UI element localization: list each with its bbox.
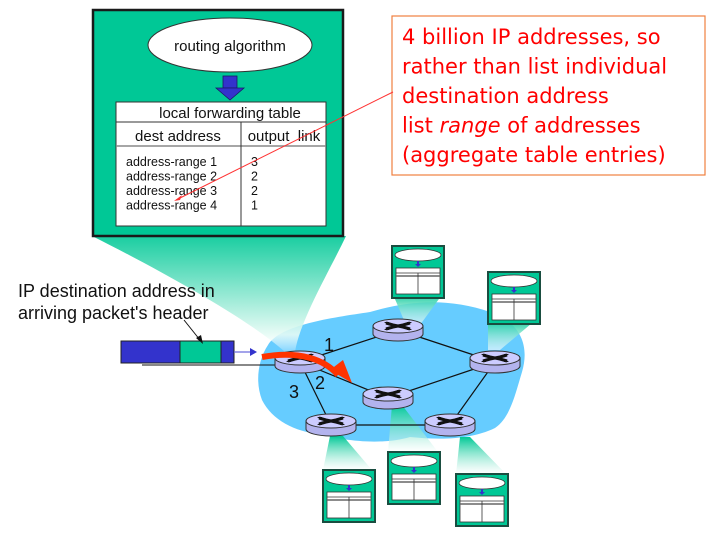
router-center: [361, 385, 415, 411]
packet-label-line2: arriving packet's header: [18, 303, 209, 323]
callout-box: 4 billion IP addresses, so rather than li…: [391, 15, 706, 176]
beam-top: [392, 292, 444, 325]
mini-forwarding-table-bottom-right: [455, 473, 509, 527]
callout-pointer: [174, 91, 394, 201]
ip-packet: [120, 340, 235, 364]
table-row: address-range 1 3: [126, 155, 258, 169]
column-header-dest: dest address: [135, 128, 221, 145]
callout-emphasis: range: [440, 114, 501, 138]
beam-bottom-left: [323, 436, 372, 470]
output-link-cell: 1: [251, 199, 258, 213]
router-bottom-left: [304, 412, 358, 438]
packet-arrow-icon: [234, 348, 257, 356]
beam-bottom-right: [456, 437, 506, 474]
router-bottom-right: [423, 412, 477, 438]
forwarding-arrow: [261, 351, 352, 383]
mini-forwarding-table-bottom-mid: [387, 451, 441, 505]
callout-text-span: (aggregate table entries): [402, 143, 666, 167]
output-link-cell: 2: [251, 184, 258, 198]
router-forwarding-panel: routing algorithm local forwarding table…: [91, 8, 345, 238]
link-label-2: 2: [315, 373, 325, 393]
forwarding-table: local forwarding table dest address outp…: [115, 101, 327, 227]
panel-beam: [92, 236, 346, 352]
packet-label-line1: IP destination address in: [18, 281, 215, 301]
table-title: local forwarding table: [159, 105, 301, 122]
table-row: address-range 2 2: [126, 170, 258, 184]
callout-text-span: list: [402, 114, 440, 138]
packet-label-pointer: [183, 319, 203, 344]
router-right: [468, 349, 522, 375]
packet-header-field: [179, 340, 222, 364]
callout-line: rather than list individual: [402, 55, 667, 79]
output-link-cell: 3: [251, 155, 258, 169]
down-arrow-icon: [214, 75, 246, 101]
callout-line: list range of addresses: [402, 114, 641, 138]
link-label-1: 1: [324, 335, 334, 355]
dest-address-cell: address-range 2: [126, 170, 217, 184]
callout-line: destination address: [402, 84, 609, 108]
dest-address-cell: address-range 4: [126, 199, 217, 213]
link-label-3: 3: [289, 382, 299, 402]
routing-algorithm-node: [147, 17, 313, 73]
table-row: address-range 4 1: [126, 199, 258, 213]
column-header-link: output link: [248, 128, 321, 145]
mini-forwarding-table-top: [391, 245, 445, 299]
dest-address-cell: address-range 3: [126, 184, 217, 198]
routing-algorithm-label: routing algorithm: [174, 38, 286, 55]
callout-line: 4 billion IP addresses, so: [402, 25, 661, 49]
table-row: address-range 3 2: [126, 184, 258, 198]
dest-address-cell: address-range 1: [126, 155, 217, 169]
mini-forwarding-table-right: [487, 271, 541, 325]
output-link-cell: 2: [251, 170, 258, 184]
callout-text-span: of addresses: [501, 114, 641, 138]
callout-text-span: rather than list individual: [402, 55, 667, 79]
beam-right: [488, 318, 538, 350]
callout-text-span: destination address: [402, 84, 609, 108]
mini-forwarding-table-bottom-left: [322, 469, 376, 523]
router-top: [371, 317, 425, 343]
callout-line: (aggregate table entries): [402, 143, 666, 167]
beam-bottom-mid: [388, 405, 438, 452]
network-cloud: [258, 302, 525, 442]
callout-text-span: 4 billion IP addresses, so: [402, 25, 661, 49]
